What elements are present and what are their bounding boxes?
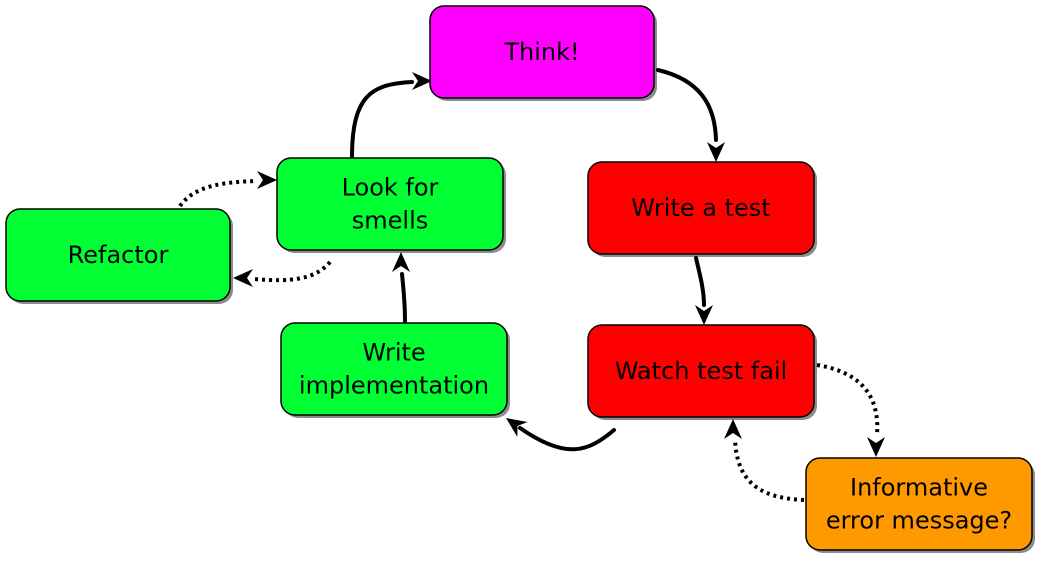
edge-write-test-to-watch-fail-line: [694, 256, 706, 307]
node-informative-box: [805, 457, 1033, 551]
node-think-label-line-1: Think!: [503, 38, 579, 66]
edge-watch-fail-to-informative-arrowhead: [867, 437, 885, 457]
node-look-smells-box: [276, 157, 504, 251]
node-write-impl-box: [280, 322, 508, 416]
edge-refactor-to-look-smells-arrowhead: [257, 171, 277, 189]
edge-informative-to-watch-fail-line: [733, 439, 805, 502]
edge-look-smells-to-refactor-line: [253, 260, 332, 283]
node-look-smells-label-line-2: smells: [352, 207, 429, 235]
node-write-impl: Write implementation: [280, 322, 510, 418]
node-informative-label-line-1: Informative: [850, 474, 988, 502]
node-think: Think!: [429, 5, 657, 101]
edge-write-impl-to-look-smells-line: [400, 272, 407, 323]
edge-watch-fail-to-informative-line: [816, 363, 880, 436]
node-write-test-label-line-1: Write a test: [631, 194, 770, 222]
edge-look-smells-to-think-line: [350, 80, 414, 159]
node-write-test-box: [587, 161, 815, 255]
node-write-impl-label-line-2: implementation: [299, 372, 489, 400]
edge-think-to-write-test: [656, 68, 725, 162]
edge-think-to-write-test-line: [656, 68, 718, 142]
edge-write-test-to-watch-fail: [694, 256, 713, 325]
node-refactor-label-line-1: Refactor: [68, 241, 169, 269]
edge-watch-fail-to-write-impl: [506, 418, 616, 452]
node-informative-label-line-2: error message?: [826, 507, 1012, 535]
node-refactor-box: [5, 208, 231, 302]
edge-refactor-to-look-smells-line: [178, 179, 257, 208]
node-think-box: [429, 5, 655, 99]
node-write-test: Write a test: [587, 161, 817, 257]
node-look-smells-label-line-1: Look for: [342, 174, 439, 202]
edge-write-test-to-watch-fail-arrowhead: [695, 305, 713, 325]
edge-look-smells-to-refactor: [233, 260, 332, 287]
edge-watch-fail-to-write-impl-line: [518, 426, 616, 452]
node-refactor: Refactor: [5, 208, 233, 304]
edges-layer: [178, 68, 885, 502]
node-watch-fail: Watch test fail: [587, 324, 817, 420]
edge-think-to-write-test-arrowhead: [707, 142, 725, 162]
edge-informative-to-watch-fail: [724, 419, 805, 502]
node-look-smells: Look for smells: [276, 157, 506, 253]
node-informative: Informative error message?: [805, 457, 1035, 553]
edge-refactor-to-look-smells: [178, 171, 277, 208]
edge-look-smells-to-think: [350, 72, 432, 159]
edge-write-impl-to-look-smells-arrowhead: [392, 252, 410, 272]
node-watch-fail-label-line-1: Watch test fail: [615, 357, 788, 385]
edge-look-smells-to-think-arrowhead: [412, 72, 432, 90]
edge-look-smells-to-refactor-arrowhead: [233, 269, 253, 287]
node-watch-fail-box: [587, 324, 815, 418]
node-write-impl-label-line-1: Write: [362, 339, 425, 367]
edge-watch-fail-to-informative: [816, 363, 885, 457]
edge-watch-fail-to-write-impl-arrowhead: [506, 418, 528, 437]
edge-write-impl-to-look-smells: [392, 252, 410, 323]
edge-informative-to-watch-fail-arrowhead: [724, 419, 742, 439]
